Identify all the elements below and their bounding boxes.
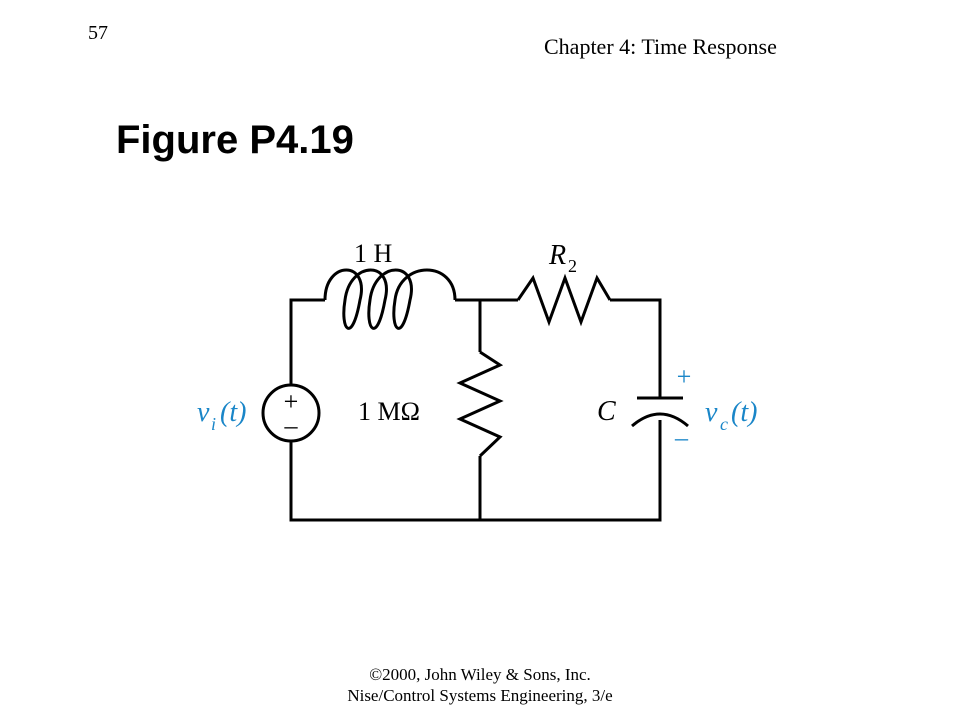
footer: ©2000, John Wiley & Sons, Inc. Nise/Cont… [0,664,960,706]
vi-subscript: i [211,414,216,434]
source-minus: – [284,411,299,440]
vi-label: v [197,397,210,428]
vc-label: v [705,397,718,428]
r2-label: R [548,240,566,271]
footer-book: Nise/Control Systems Engineering, 3/e [347,686,613,705]
voltage-source-symbol [261,383,321,443]
resistor-r2-symbol [516,273,612,327]
source-plus: + [284,387,299,416]
vc-minus: – [674,423,689,452]
figure-title: Figure P4.19 [116,118,354,162]
r1-label: 1 MΩ [358,397,420,426]
wire-r2-to-right [610,298,662,398]
r2-subscript: 2 [568,256,577,276]
inductor-symbol [323,268,457,330]
footer-copyright: ©2000, John Wiley & Sons, Inc. [369,665,591,684]
capacitor-plate-bottom [631,412,689,428]
capacitor-label: C [597,396,616,427]
wire-top-left [289,298,325,386]
vc-plus: + [675,362,693,391]
resistor-1meg-symbol [456,350,504,458]
wire-cap-to-bottom [289,420,662,522]
chapter-heading: Chapter 4: Time Response [544,34,777,59]
vc-argument: (t) [731,397,757,428]
page-number: 57 [88,22,108,44]
inductor-label: 1 H [354,239,393,268]
vi-argument: (t) [220,397,246,428]
vc-subscript: c [720,414,728,434]
